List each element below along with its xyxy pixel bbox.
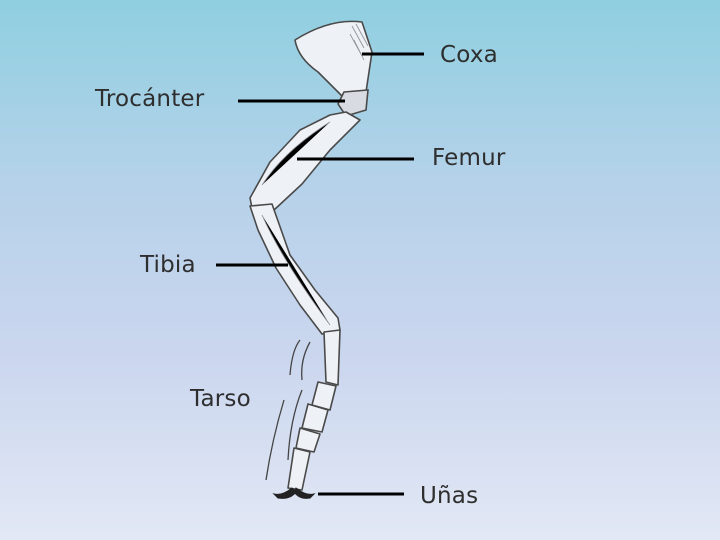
unas-label: Uñas: [420, 483, 479, 509]
claws: [272, 487, 316, 499]
coxa-label: Coxa: [440, 42, 498, 68]
tarso-label: Tarso: [190, 386, 251, 412]
tarsus-segment: [265, 329, 341, 491]
tibia-segment: [249, 203, 341, 335]
femur-segment: [249, 111, 361, 211]
coxa-segment: [294, 20, 373, 99]
trocanter-label: Trocánter: [95, 86, 205, 112]
femur-label: Femur: [432, 145, 506, 171]
tibia-label: Tibia: [140, 252, 196, 278]
